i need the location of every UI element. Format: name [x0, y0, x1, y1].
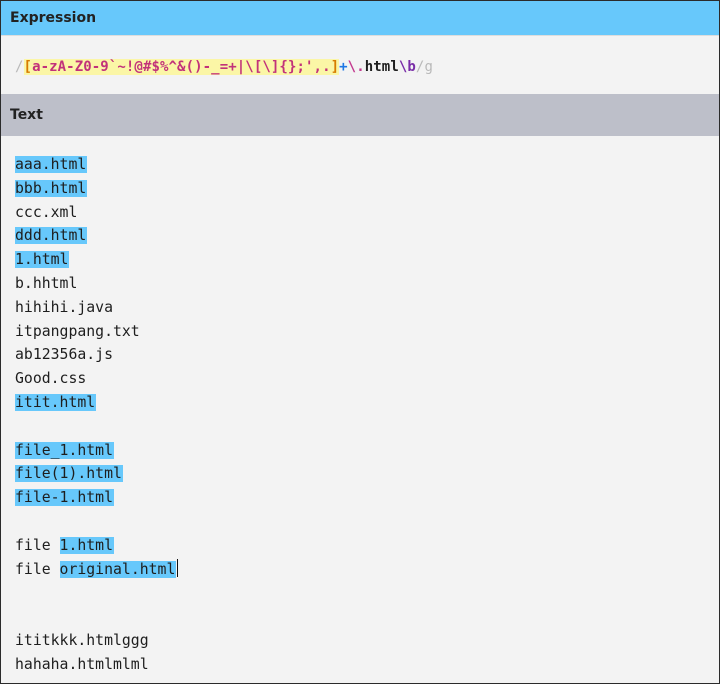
expression-flags[interactable]: g	[424, 59, 433, 75]
char-set-chars-tail: {};',.	[279, 59, 331, 75]
char-set-escaped-brackets: \[\]	[245, 59, 280, 75]
line-text: itpangpang.txt	[15, 322, 140, 340]
text-line[interactable]: hahaha.htmlmlml	[15, 653, 178, 677]
text-line[interactable]: 1.html	[15, 248, 178, 272]
text-line[interactable]: file 1.html	[15, 534, 178, 558]
expression-editor[interactable]: /[a-zA-Z0-9`~!@#$%^&()-_=+|\[\]{};',.]+\…	[1, 35, 719, 95]
text-title: Text	[10, 107, 43, 123]
line-text: file	[15, 560, 60, 578]
line-text: ab12356a.js	[15, 346, 113, 364]
expression-text[interactable]: /[a-zA-Z0-9`~!@#$%^&()-_=+|\[\]{};',.]+\…	[15, 58, 433, 76]
text-line[interactable]	[15, 605, 178, 629]
expression-header: Expression	[1, 1, 719, 35]
match-highlight: file(1).html	[15, 465, 123, 483]
text-line[interactable]: hihihi.java	[15, 296, 178, 320]
text-line[interactable]: b.hhtml	[15, 272, 178, 296]
line-text: b.hhtml	[15, 274, 78, 292]
char-set-open: [	[23, 59, 33, 75]
match-highlight: ddd.html	[15, 227, 88, 245]
expression-delimiter-close: /	[415, 59, 425, 75]
match-highlight: bbb.html	[15, 179, 88, 197]
match-highlight: file_1.html	[15, 441, 114, 459]
line-text: ccc.xml	[15, 203, 78, 221]
text-line[interactable]: ddd.html	[15, 224, 178, 248]
match-highlight: aaa.html	[15, 156, 88, 173]
match-highlight: original.html	[59, 560, 177, 578]
text-line[interactable]: itpangpang.txt	[15, 320, 178, 344]
quantifier: +	[339, 59, 348, 75]
text-line[interactable]: file original.html	[15, 558, 179, 582]
line-text: ititkkk.htmlggg	[15, 631, 149, 649]
text-line[interactable]	[15, 581, 178, 605]
text-line[interactable]	[15, 415, 178, 439]
char-set-ranges: a-zA-Z0-9	[32, 59, 109, 75]
match-highlight: 1.html	[15, 251, 70, 269]
literal-text: html	[364, 59, 399, 75]
line-text: file	[15, 536, 60, 554]
text-line[interactable]: aaa.html	[15, 153, 178, 177]
text-line[interactable]: file(1).html	[15, 462, 178, 486]
line-text: Good.css	[15, 370, 87, 388]
text-line[interactable]: ccc.xml	[15, 201, 178, 225]
text-line[interactable]: ititkkk.htmlggg	[15, 629, 178, 653]
text-line[interactable]: file-1.html	[15, 486, 178, 510]
char-set-chars: `~!@#$%^&()-_=+|	[108, 59, 246, 75]
word-boundary: \b	[398, 59, 416, 75]
match-highlight: 1.html	[59, 536, 114, 554]
text-header: Text	[1, 94, 719, 136]
text-line[interactable]	[15, 510, 178, 534]
text-line[interactable]: file_1.html	[15, 439, 178, 463]
text-editor[interactable]: aaa.html bbb.html ccc.xml ddd.html 1.html b.h…	[1, 136, 719, 683]
text-cursor	[177, 558, 179, 577]
match-highlight: itit.html	[15, 393, 97, 411]
text-lines[interactable]: aaa.html bbb.html ccc.xml ddd.html 1.html b.h…	[15, 153, 179, 677]
text-line[interactable]: itit.html	[15, 391, 178, 415]
text-line[interactable]: ab12356a.js	[15, 343, 178, 367]
match-highlight: file-1.html	[15, 489, 114, 507]
text-line[interactable]: Good.css	[15, 367, 178, 391]
expression-title: Expression	[10, 10, 97, 26]
expression-delimiter-open: /	[15, 59, 24, 75]
text-line[interactable]: bbb.html	[15, 177, 178, 201]
escaped-dot: \.	[347, 59, 365, 75]
line-text: hihihi.java	[15, 298, 113, 316]
line-text: hahaha.htmlmlml	[15, 655, 149, 673]
char-set-close: ]	[330, 59, 340, 75]
